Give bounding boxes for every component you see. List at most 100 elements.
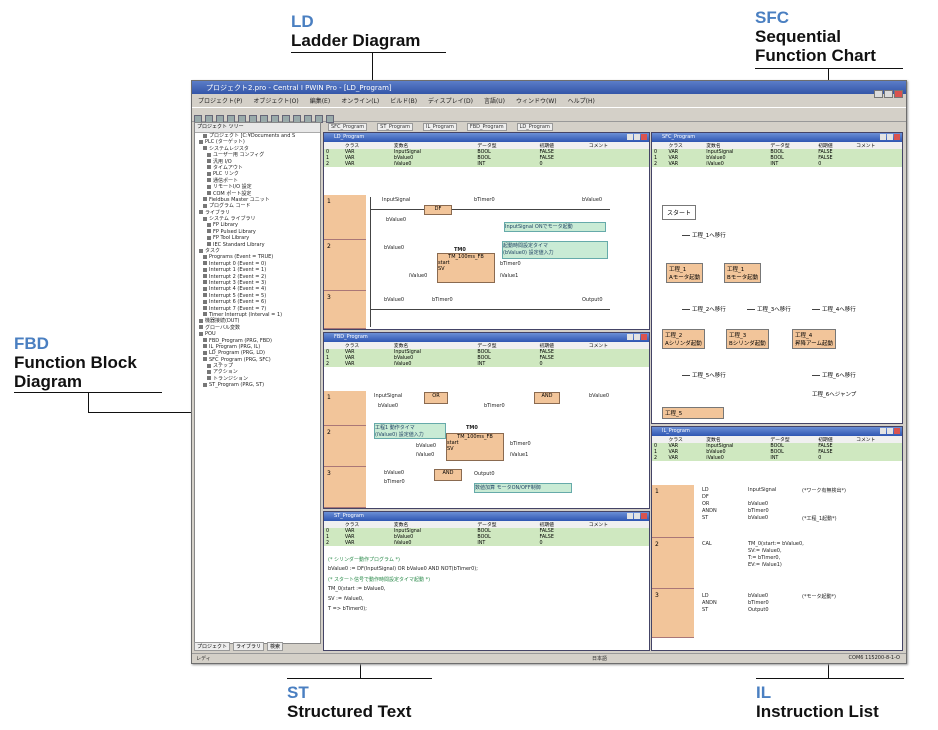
var-cell[interactable]: VAR [342,534,392,540]
sfc-transition-4[interactable]: 工程_4へ移行 [812,305,856,313]
var-cell[interactable]: FALSE [816,149,855,155]
pane-close-icon[interactable] [894,134,900,140]
tree-item[interactable]: FP Library [195,222,320,228]
var-cell[interactable] [586,155,649,161]
menu-edit[interactable]: 編集(E) [309,98,331,105]
var-col-header[interactable]: クラス [666,142,705,149]
var-cell[interactable]: 2 [324,161,343,167]
fbd-network-1[interactable]: 1 [324,391,366,426]
var-cell[interactable]: 2 [652,455,667,461]
menu-object[interactable]: オブジェクト(O) [253,98,299,105]
tree-item[interactable]: ST_Program (PRG, ST) [195,382,320,388]
tree-item[interactable]: ステップ [195,363,320,369]
var-col-header[interactable] [324,142,343,149]
var-cell[interactable] [586,528,649,534]
var-col-header[interactable]: コメント [586,521,649,528]
pane-close-icon[interactable] [641,513,647,519]
tree-item[interactable]: プロジェクト [C:¥Documents and S [195,133,320,139]
menu-build[interactable]: ビルド(B) [390,98,418,105]
monitor-icon[interactable] [326,115,334,123]
il-cal-args[interactable]: TM_0(start:= bValue0,SV:= iValue0,T:= bT… [748,541,804,569]
tab-sfc[interactable]: SFC_Program [328,123,368,131]
var-col-header[interactable]: クラス [342,342,392,349]
tree-item[interactable]: IEC Standard Library [195,242,320,248]
var-cell[interactable]: 0 [652,149,667,155]
pane-max-icon[interactable] [634,513,640,519]
var-cell[interactable] [854,443,902,449]
tree-item[interactable]: 汎用 I/O [195,159,320,165]
st-line-5[interactable]: SV := iValue0, [328,596,364,602]
var-cell[interactable]: VAR [666,161,705,167]
var-cell[interactable]: VAR [342,361,392,367]
var-col-header[interactable]: 初期値 [537,521,587,528]
var-cell[interactable]: INT [475,361,538,367]
var-cell[interactable]: VAR [342,149,392,155]
var-cell[interactable]: InputSignal [391,528,476,534]
var-cell[interactable]: INT [768,161,817,167]
tab-fbd[interactable]: FBD_Program [466,123,507,131]
var-cell[interactable]: VAR [342,355,392,361]
tree-item[interactable]: POU [195,331,320,337]
pane-close-icon[interactable] [894,428,900,434]
var-cell[interactable]: bValue0 [391,534,476,540]
var-cell[interactable] [586,349,649,355]
sfc-jump[interactable]: 工程_6へジャンプ [812,390,856,398]
tree-item[interactable]: Interrupt 0 (Event = 0) [195,261,320,267]
var-cell[interactable]: InputSignal [704,149,769,155]
var-cell[interactable]: FALSE [537,155,587,161]
tree-tab-search[interactable]: 検索 [267,642,284,651]
var-cell[interactable]: VAR [666,449,705,455]
var-cell[interactable]: 0 [324,528,343,534]
var-cell[interactable]: 2 [324,540,343,546]
var-col-header[interactable] [324,521,343,528]
var-cell[interactable] [586,540,649,546]
sfc-step-5[interactable]: 工程_5 [662,407,724,419]
tree-item[interactable]: Interrupt 5 (Event = 5) [195,293,320,299]
var-cell[interactable]: FALSE [816,443,855,449]
var-cell[interactable]: VAR [342,155,392,161]
var-cell[interactable]: BOOL [475,149,538,155]
var-cell[interactable]: 1 [324,155,343,161]
ld-timer-block[interactable]: TM_100ms_FB start SV [437,253,495,283]
pane-max-icon[interactable] [887,428,893,434]
tree-item[interactable]: システムレジスタ [195,146,320,152]
tree-item[interactable]: Interrupt 3 (Event = 3) [195,280,320,286]
fbd-network-3[interactable]: 3 [324,467,366,508]
tree-tab-project[interactable]: プロジェクト [194,642,231,651]
fbd-timer-block[interactable]: TM_100ms_FB start SV [446,433,504,461]
var-cell[interactable] [854,149,902,155]
var-cell[interactable]: 0 [537,540,587,546]
minimize-icon[interactable] [874,90,883,98]
var-cell[interactable]: 0 [537,361,587,367]
tree-item[interactable]: Timer Interrupt (Interval = 1) [195,312,320,318]
var-cell[interactable] [586,355,649,361]
tree-item[interactable]: プログラム コード [195,203,320,209]
tree-item[interactable]: タスク [195,248,320,254]
var-cell[interactable]: 0 [324,149,343,155]
var-cell[interactable]: iValue0 [704,161,769,167]
var-cell[interactable]: VAR [666,455,705,461]
var-cell[interactable]: iValue0 [391,540,476,546]
var-cell[interactable]: 2 [324,361,343,367]
menu-online[interactable]: オンライン(L) [341,98,380,105]
ld-rung-1[interactable]: 1 [324,195,366,240]
st-line-6[interactable]: T => bTimer0); [328,606,367,612]
st-line-2[interactable]: bValue0 := DF(InputSignal) OR bValue0 AN… [328,566,478,572]
var-cell[interactable]: BOOL [768,449,817,455]
var-col-header[interactable]: コメント [854,142,902,149]
var-cell[interactable]: VAR [342,528,392,534]
pane-close-icon[interactable] [641,134,647,140]
var-cell[interactable]: INT [768,455,817,461]
tree-item[interactable]: Fieldbus Master ユニット [195,197,320,203]
st-line-4[interactable]: TM_0(start := bValue0, [328,586,386,592]
var-cell[interactable]: 0 [537,161,587,167]
